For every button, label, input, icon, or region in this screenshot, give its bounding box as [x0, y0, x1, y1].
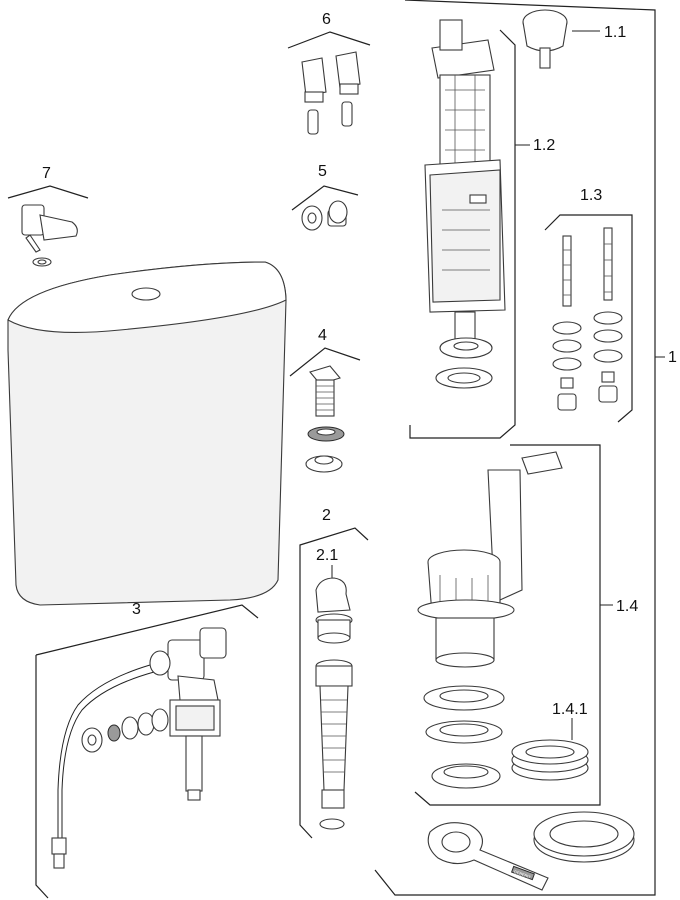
- callout-1-4-1: 1.4.1: [552, 701, 588, 718]
- callout-1: 1: [668, 349, 677, 366]
- large-seal-ring: [533, 811, 635, 863]
- bracket-part-1-3: [544, 214, 633, 423]
- callout-1-3: 1.3: [580, 187, 602, 204]
- bracket-part-6: [287, 31, 371, 49]
- fill-valve-3: [51, 627, 227, 869]
- overflow-hose-2: [315, 577, 353, 830]
- wrench-logo-text: GEBERIT: [513, 869, 532, 880]
- bracket-part-4: [289, 347, 361, 377]
- gasket-rings-1-4-1: [511, 739, 589, 781]
- bracket-part-3: [35, 604, 259, 899]
- bracket-part-1-4: [414, 444, 613, 806]
- screw-caps-6: [301, 51, 361, 135]
- flush-valve-1-2: [424, 19, 506, 389]
- bracket-part-5: [291, 185, 359, 211]
- callout-7: 7: [42, 165, 51, 182]
- bolt-assembly-4: [305, 365, 345, 473]
- callout-6: 6: [322, 11, 331, 28]
- bolt-set-1-3: [552, 227, 623, 411]
- angle-valve-7: [21, 204, 78, 267]
- bracket-part-1: [374, 0, 665, 896]
- bracket-part-7: [7, 185, 89, 199]
- callout-2: 2: [322, 507, 331, 524]
- callout-1-2: 1.2: [533, 137, 555, 154]
- bracket-part-2: [299, 527, 369, 839]
- callout-4: 4: [318, 327, 327, 344]
- cap-5: [301, 200, 348, 231]
- bracket-part-1-2: [409, 29, 530, 439]
- callout-3: 3: [132, 601, 141, 618]
- callout-5: 5: [318, 163, 327, 180]
- wrench-tool: [427, 822, 549, 891]
- push-button-1-1: [522, 9, 568, 69]
- outlet-valve-1-4: [417, 451, 563, 789]
- cistern: [7, 261, 287, 606]
- callout-2-1: 2.1: [316, 547, 338, 564]
- callout-1-1: 1.1: [604, 24, 626, 41]
- callout-1-4: 1.4: [616, 598, 638, 615]
